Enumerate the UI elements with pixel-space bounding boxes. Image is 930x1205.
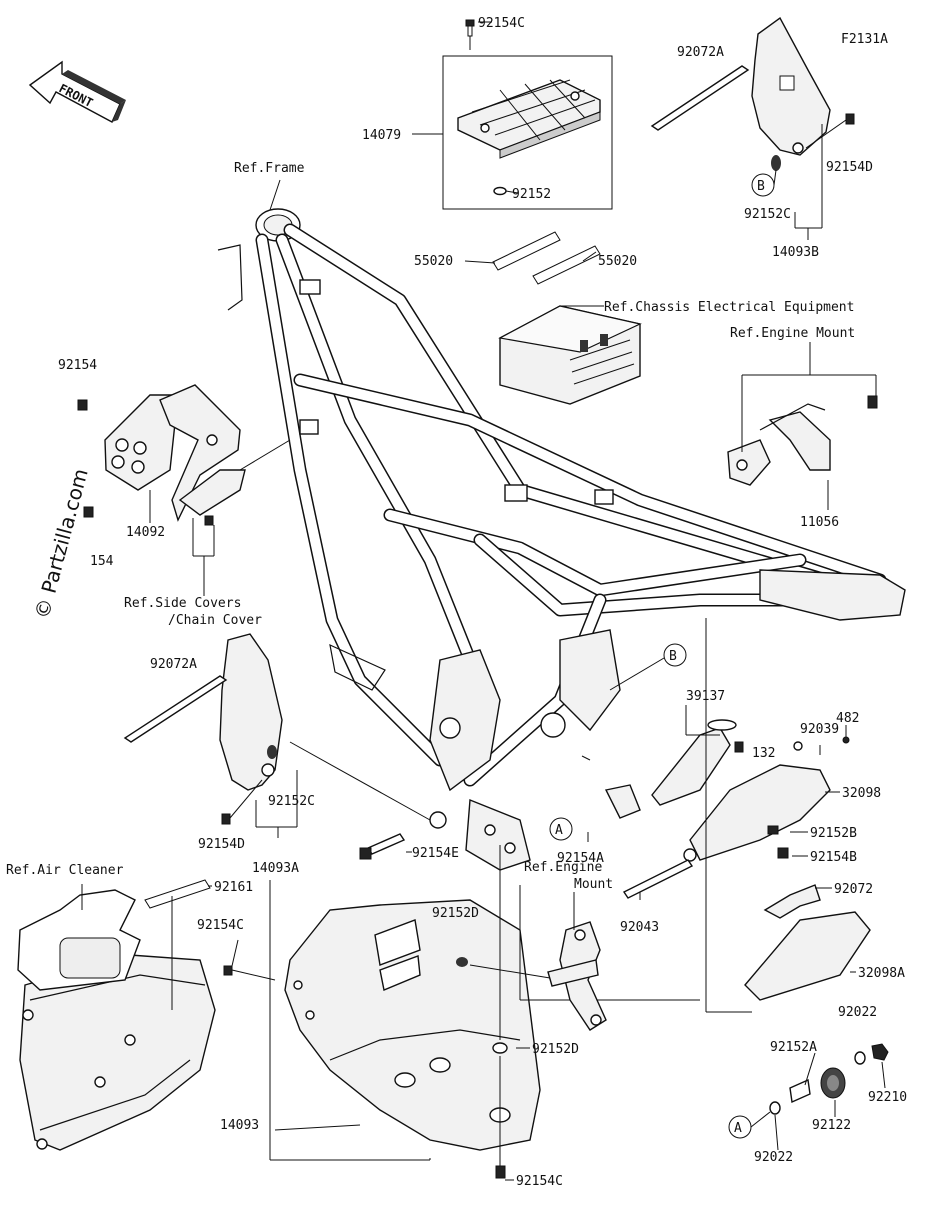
washer-icon [456,957,468,967]
air-cleaner-illustration [17,879,276,1151]
bolt-92154E [359,833,412,860]
part-92161: 92161 [214,880,253,895]
motorcycle-frame [217,208,906,871]
part-92154C-top: 92154C [478,16,525,31]
part-92154A: 92154A [557,851,604,866]
part-92152A: 92152A [770,1040,817,1055]
part-32098: 32098 [842,786,881,801]
part-92154E: 92154E [412,846,459,861]
part-132: 132 [752,746,775,761]
part-482: 482 [836,711,859,726]
washer-icon [493,186,507,196]
battery-cover-group [412,19,613,210]
part-92154-bottom: 154 [90,554,114,569]
watermark-text: © Partzilla.com [30,466,93,621]
ref-b-top: B [757,179,765,194]
nut-icon [842,736,850,744]
part-92152: 92152 [512,187,551,202]
ref-chain-cover: /Chain Cover [168,613,262,628]
part-55020-right: 55020 [598,254,637,269]
washer-icon [771,155,781,171]
part-92072A-left: 92072A [150,657,197,672]
part-92072: 92072 [834,882,873,897]
engine-mount-top [727,342,878,510]
ref-air-cleaner: Ref.Air Cleaner [6,863,124,878]
engine-mount-mid [547,892,607,1031]
ref-engine-mount-mid-2: Mount [574,877,613,892]
ref-engine-mount-mid: Ref.Engine [524,860,602,875]
left-side-guard [123,633,431,838]
part-92022-bottom: 92022 [754,1150,793,1165]
battery-illustration [464,231,642,405]
part-92043: 92043 [620,920,659,935]
part-39137: 39137 [686,689,725,704]
part-92210: 92210 [868,1090,907,1105]
bolt-icon [204,515,214,526]
washer-icon [769,1101,781,1115]
leader-lines [231,179,886,1181]
part-92152D-top: 92152D [432,906,479,921]
part-11056: 11056 [800,515,839,530]
part-14093B: 14093B [772,245,819,260]
part-92039: 92039 [800,722,839,737]
left-bracket-14092 [77,384,291,596]
bolt-icon [867,395,878,409]
part-14092: 14092 [126,525,165,540]
part-14093: 14093 [220,1118,259,1133]
washer-icon [492,1042,508,1054]
part-92022-top: 92022 [838,1005,877,1020]
ref-frame: Ref.Frame [234,161,305,176]
bolt-icon [734,741,744,753]
part-92154-top: 92154 [58,358,97,373]
ref-a-mid: A [555,823,563,838]
skid-plate-14093 [269,845,700,1179]
bolt-icon [495,1165,506,1179]
ref-chassis-electrical: Ref.Chassis Electrical Equipment [604,300,854,315]
bolt-icon [221,813,231,825]
part-92154B: 92154B [810,850,857,865]
washer-icon [793,741,803,751]
part-92154D-top: 92154D [826,160,873,175]
bolt-icon [83,506,94,518]
part-14079: 14079 [362,128,401,143]
ref-markers: B B A A [549,169,777,1139]
ref-b-mid: B [669,649,677,664]
part-92154C-bottom: 92154C [516,1174,563,1189]
bolt-icon [77,399,88,411]
part-92154D-left: 92154D [198,837,245,852]
ref-a-bottom: A [734,1121,742,1136]
part-92152D-bottom: 92152D [532,1042,579,1057]
part-55020-left: 55020 [414,254,453,269]
bolt-icon [223,965,233,976]
figure-code: F2131A [841,32,888,47]
part-92154C-mid: 92154C [197,918,244,933]
right-side-guard [650,16,855,240]
nut-icon [871,1043,889,1061]
part-92152B: 92152B [810,826,857,841]
ref-side-covers: Ref.Side Covers [124,596,241,611]
bolt-icon [767,825,779,835]
part-14093A: 14093A [252,861,299,876]
bolt-icon [777,847,789,859]
part-92122: 92122 [812,1118,851,1133]
part-92152C-top: 92152C [744,207,791,222]
front-arrow-icon: FRONT [28,60,126,123]
ref-engine-mount-top: Ref.Engine Mount [730,326,855,341]
bolt-icon [845,113,855,125]
part-92152C-left: 92152C [268,794,315,809]
part-labels: F2131A 92154C 14079 92152 55020 55020 92… [6,16,907,1189]
washer-icon [267,745,277,759]
chain-guard-assembly [604,618,871,1013]
part-92072A-top: 92072A [677,45,724,60]
washer-icon [854,1051,866,1065]
part-32098A: 32098A [858,966,905,981]
bushing-parts [769,1043,889,1115]
bolt-icon [465,19,475,27]
